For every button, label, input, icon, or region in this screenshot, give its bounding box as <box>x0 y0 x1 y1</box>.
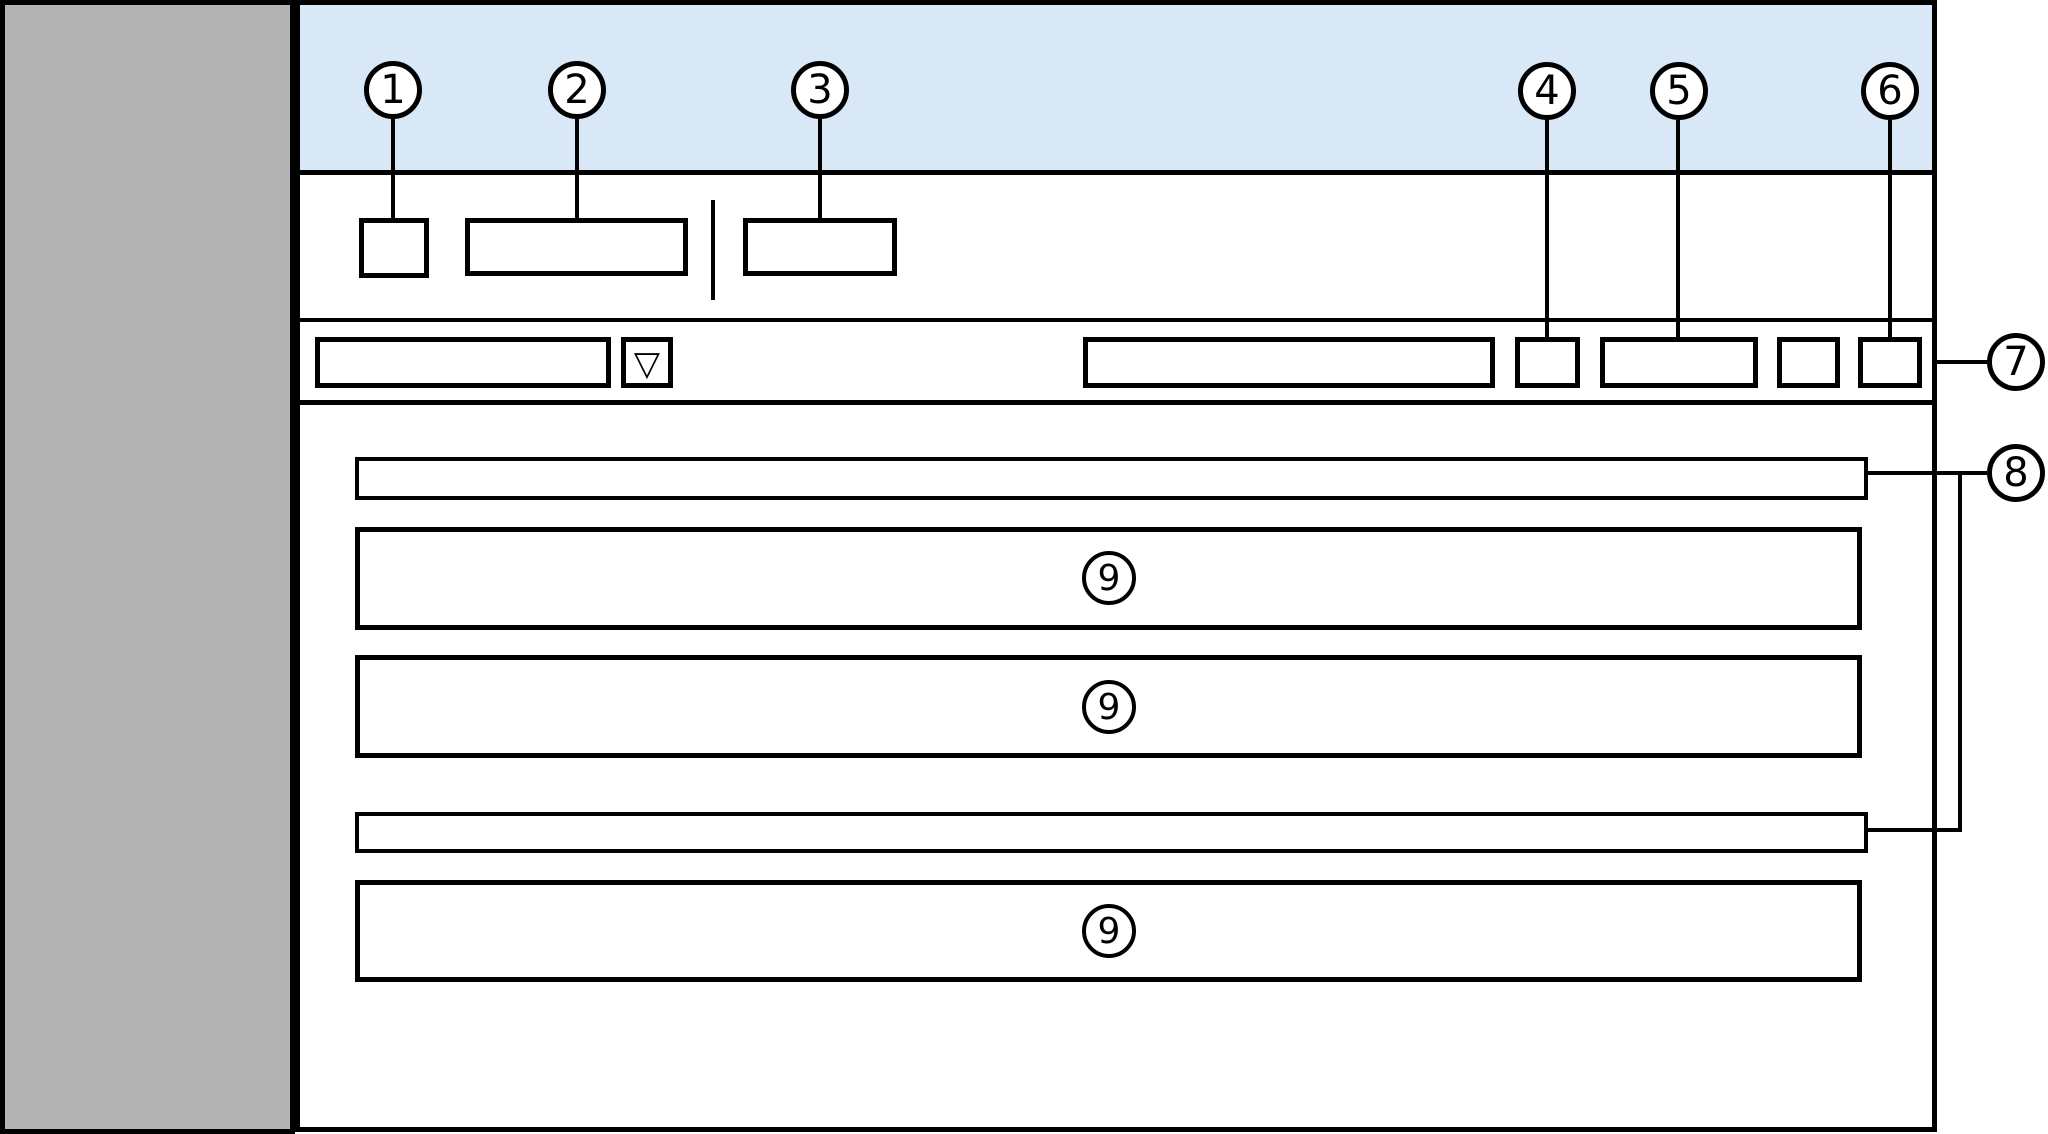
list-header-bar-1 <box>355 457 1868 500</box>
tab-box-1 <box>465 218 688 276</box>
callout-9-row-3: 9 <box>1082 904 1136 958</box>
toolbar-button-2 <box>1600 337 1758 388</box>
callout-5: 5 <box>1650 62 1708 120</box>
tab-separator-line <box>711 200 715 300</box>
dropdown-triangle-icon: ▽ <box>633 343 661 384</box>
leader-line-6 <box>1888 120 1892 337</box>
callout-8: 8 <box>1987 444 2045 502</box>
toolbar-button-3 <box>1777 337 1840 388</box>
sidebar-panel <box>0 0 295 1134</box>
tab-box-2 <box>743 218 897 276</box>
dropdown-button: ▽ <box>621 337 673 388</box>
leader-line-8-bracket <box>1958 471 1962 832</box>
leader-line-8-bottom <box>1868 828 1962 832</box>
menu-icon-box <box>359 218 429 278</box>
search-field <box>1083 337 1495 388</box>
callout-1: 1 <box>364 61 422 119</box>
callout-9-row-2: 9 <box>1082 680 1136 734</box>
callout-4: 4 <box>1518 62 1576 120</box>
address-field <box>315 337 611 388</box>
leader-line-4 <box>1545 120 1549 337</box>
toolbar-button-1 <box>1515 337 1580 388</box>
callout-2: 2 <box>548 61 606 119</box>
list-header-bar-2 <box>355 812 1868 853</box>
toolbar-button-4 <box>1858 337 1922 388</box>
callout-6: 6 <box>1861 62 1919 120</box>
callout-9-row-1: 9 <box>1082 551 1136 605</box>
tab-row-divider-line <box>300 318 1932 322</box>
leader-line-1 <box>391 119 395 218</box>
leader-line-3 <box>818 119 822 218</box>
leader-line-2 <box>575 119 579 218</box>
toolbar-divider-line <box>300 400 1932 405</box>
callout-3: 3 <box>791 61 849 119</box>
leader-line-5 <box>1676 120 1680 337</box>
leader-line-8-top <box>1868 471 1987 475</box>
callout-7: 7 <box>1987 333 2045 391</box>
leader-line-7 <box>1937 360 1987 364</box>
